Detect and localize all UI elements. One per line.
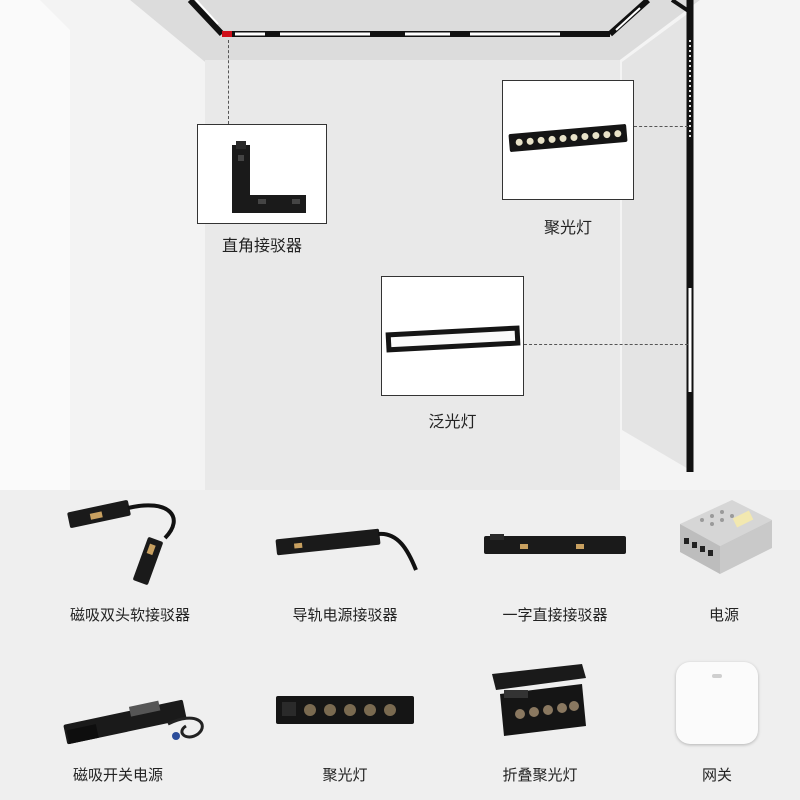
spotlight-product-icon bbox=[276, 696, 414, 724]
spotlight-callout bbox=[502, 80, 634, 200]
corner-connector-icon bbox=[232, 141, 306, 213]
product-label-folding-spotlight: 折叠聚光灯 bbox=[502, 766, 578, 784]
product-label-gateway: 网关 bbox=[701, 766, 732, 784]
track-power-connector-icon bbox=[275, 528, 418, 571]
power-supply-icon bbox=[680, 500, 772, 574]
flexible-double-connector-icon bbox=[67, 500, 176, 585]
product-label-spotlight: 聚光灯 bbox=[322, 766, 368, 784]
spot-leader-line bbox=[634, 126, 688, 127]
ceiling-track bbox=[187, 0, 225, 37]
corner-connector-label: 直角接驳器 bbox=[221, 236, 302, 255]
floodlight-label: 泛光灯 bbox=[428, 412, 477, 431]
corner-leader-line bbox=[228, 40, 229, 124]
corner-connector-callout bbox=[197, 124, 327, 224]
product-label-track-power-connector: 导轨电源接驳器 bbox=[292, 606, 398, 624]
straight-connector-icon bbox=[484, 534, 626, 554]
gateway-icon bbox=[676, 662, 758, 744]
corner-connector-marker bbox=[222, 31, 232, 37]
product-label-flexible-connector: 磁吸双头软接驳器 bbox=[69, 606, 190, 624]
folding-spotlight-icon bbox=[492, 664, 586, 736]
product-label-straight-connector: 一字直接接驳器 bbox=[502, 606, 608, 624]
gateway-status-dot bbox=[712, 674, 722, 678]
product-label-switching-power: 磁吸开关电源 bbox=[72, 766, 163, 784]
floodlight-icon bbox=[385, 325, 521, 353]
product-label-power-supply: 电源 bbox=[708, 606, 739, 624]
spotlight-label: 聚光灯 bbox=[543, 218, 592, 237]
switching-power-supply-icon bbox=[63, 699, 204, 745]
floodlight-callout bbox=[381, 276, 524, 396]
flood-leader-line bbox=[524, 344, 688, 345]
spotlight-icon bbox=[508, 124, 628, 152]
